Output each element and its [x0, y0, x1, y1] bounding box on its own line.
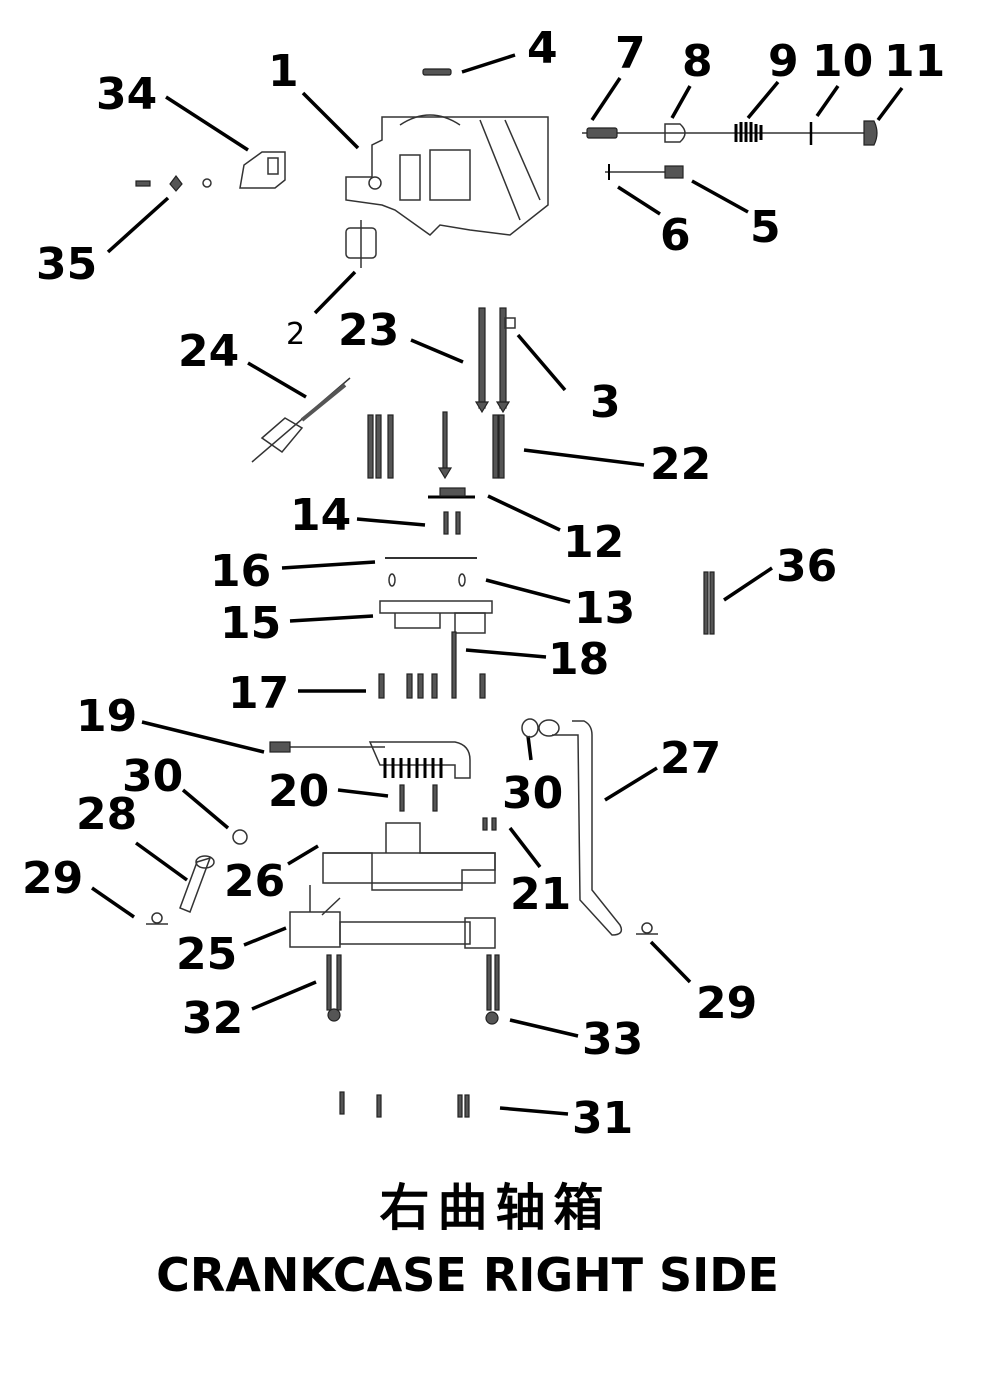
- part-clip-30: [232, 829, 248, 845]
- callout-label: 29: [696, 978, 758, 1029]
- part-bushing: [345, 220, 377, 268]
- part-plate-12: [428, 487, 475, 499]
- callout-label: 31: [572, 1093, 634, 1144]
- callout-label: 35: [36, 239, 98, 290]
- callout-label: 15: [220, 598, 282, 649]
- callout-label: 34: [96, 69, 158, 120]
- callout-label: 4: [527, 23, 558, 74]
- callout-label: 5: [750, 202, 781, 253]
- callout-label: 14: [290, 490, 352, 541]
- part-fasteners-35: [135, 175, 212, 192]
- part-cover-15: [379, 600, 493, 634]
- callout-label: 1: [268, 46, 299, 97]
- callout-label: 8: [682, 36, 713, 87]
- part-bolts-33: [485, 954, 500, 1025]
- part-bolts-32: [326, 954, 342, 1022]
- callout-label: 33: [582, 1014, 644, 1065]
- part-lever-spring-19: [269, 741, 471, 779]
- callout-label: 18: [548, 634, 610, 685]
- part-screws-20: [399, 784, 438, 812]
- callout-label: 27: [660, 733, 722, 784]
- part-kick-lever-27: [521, 718, 623, 936]
- callout-label: 7: [615, 28, 646, 79]
- callout-label: 3: [590, 377, 621, 428]
- callout-label: 13: [574, 583, 636, 634]
- callout-label: 26: [224, 856, 286, 907]
- part-dowel-pin: [422, 68, 452, 76]
- part-shaft-assembly: [582, 120, 878, 146]
- callout-label: 9: [768, 36, 799, 87]
- part-cover-bracket: [239, 151, 286, 189]
- callout-label: 16: [210, 546, 272, 597]
- callout-label: 12: [563, 517, 625, 568]
- callout-label: 25: [176, 929, 238, 980]
- part-crankcase-housing: [345, 114, 549, 236]
- callout-label: 2: [286, 317, 306, 352]
- part-screws-14: [443, 511, 461, 535]
- callout-label: 29: [22, 853, 84, 904]
- callout-label: 19: [76, 691, 138, 742]
- callout-label: 30: [122, 751, 184, 802]
- part-screws-21: [482, 817, 497, 831]
- callout-label: 30: [502, 768, 564, 819]
- part-sensor: [251, 377, 351, 463]
- callout-label: 24: [178, 326, 240, 377]
- part-shaft-25: [289, 885, 496, 949]
- part-bracket-26: [322, 822, 496, 891]
- callout-label: 23: [338, 305, 400, 356]
- leader-lines: [91, 53, 904, 1116]
- callout-label: 36: [776, 541, 838, 592]
- part-dowels-13: [388, 573, 466, 587]
- callout-label: 6: [660, 210, 691, 261]
- callout-label: 28: [76, 789, 138, 840]
- part-rubber-28: [179, 855, 215, 913]
- callout-label: 21: [510, 869, 572, 920]
- callout-label: 20: [268, 766, 330, 817]
- part-bolt-5-6: [605, 164, 684, 180]
- part-long-bolts: [474, 307, 516, 414]
- part-nut-29-left: [146, 912, 168, 925]
- diagram-title-chinese: 右曲轴箱: [379, 1179, 612, 1237]
- callout-label: 10: [812, 36, 874, 87]
- part-bolts-17-18: [378, 631, 486, 699]
- callout-label: 32: [182, 993, 244, 1044]
- diagram-title-english: CRANKCASE RIGHT SIDE: [156, 1248, 779, 1302]
- part-nut-29-right: [636, 922, 658, 935]
- callout-label: 11: [884, 36, 946, 87]
- part-screws-31: [339, 1091, 470, 1118]
- callout-label: 22: [650, 439, 712, 490]
- callout-label: 17: [228, 668, 290, 719]
- part-bolts-22: [367, 411, 715, 635]
